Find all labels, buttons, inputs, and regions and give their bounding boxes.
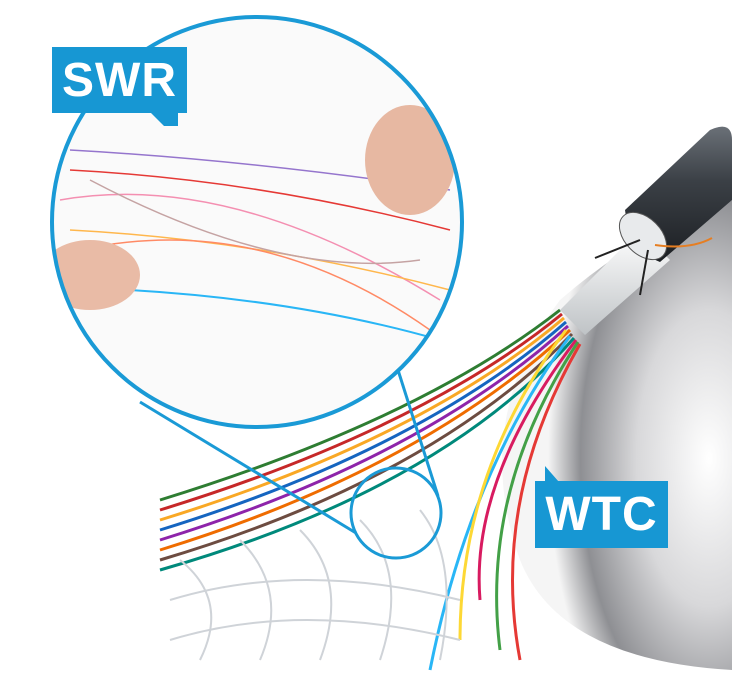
- callout-ring: [50, 15, 464, 429]
- swr-label: SWR: [52, 47, 187, 113]
- wtc-label: WTC: [535, 481, 668, 548]
- wtc-label-tail: [545, 466, 559, 482]
- cable: [560, 126, 732, 335]
- callout-line-right: [396, 369, 440, 497]
- wire-bundle: [159, 308, 582, 671]
- magnified-view: [52, 17, 462, 427]
- callout-target-ring: [349, 466, 443, 560]
- callout-line-left: [139, 400, 357, 535]
- wire-mesh: [169, 509, 461, 661]
- swr-label-tail: [150, 112, 178, 126]
